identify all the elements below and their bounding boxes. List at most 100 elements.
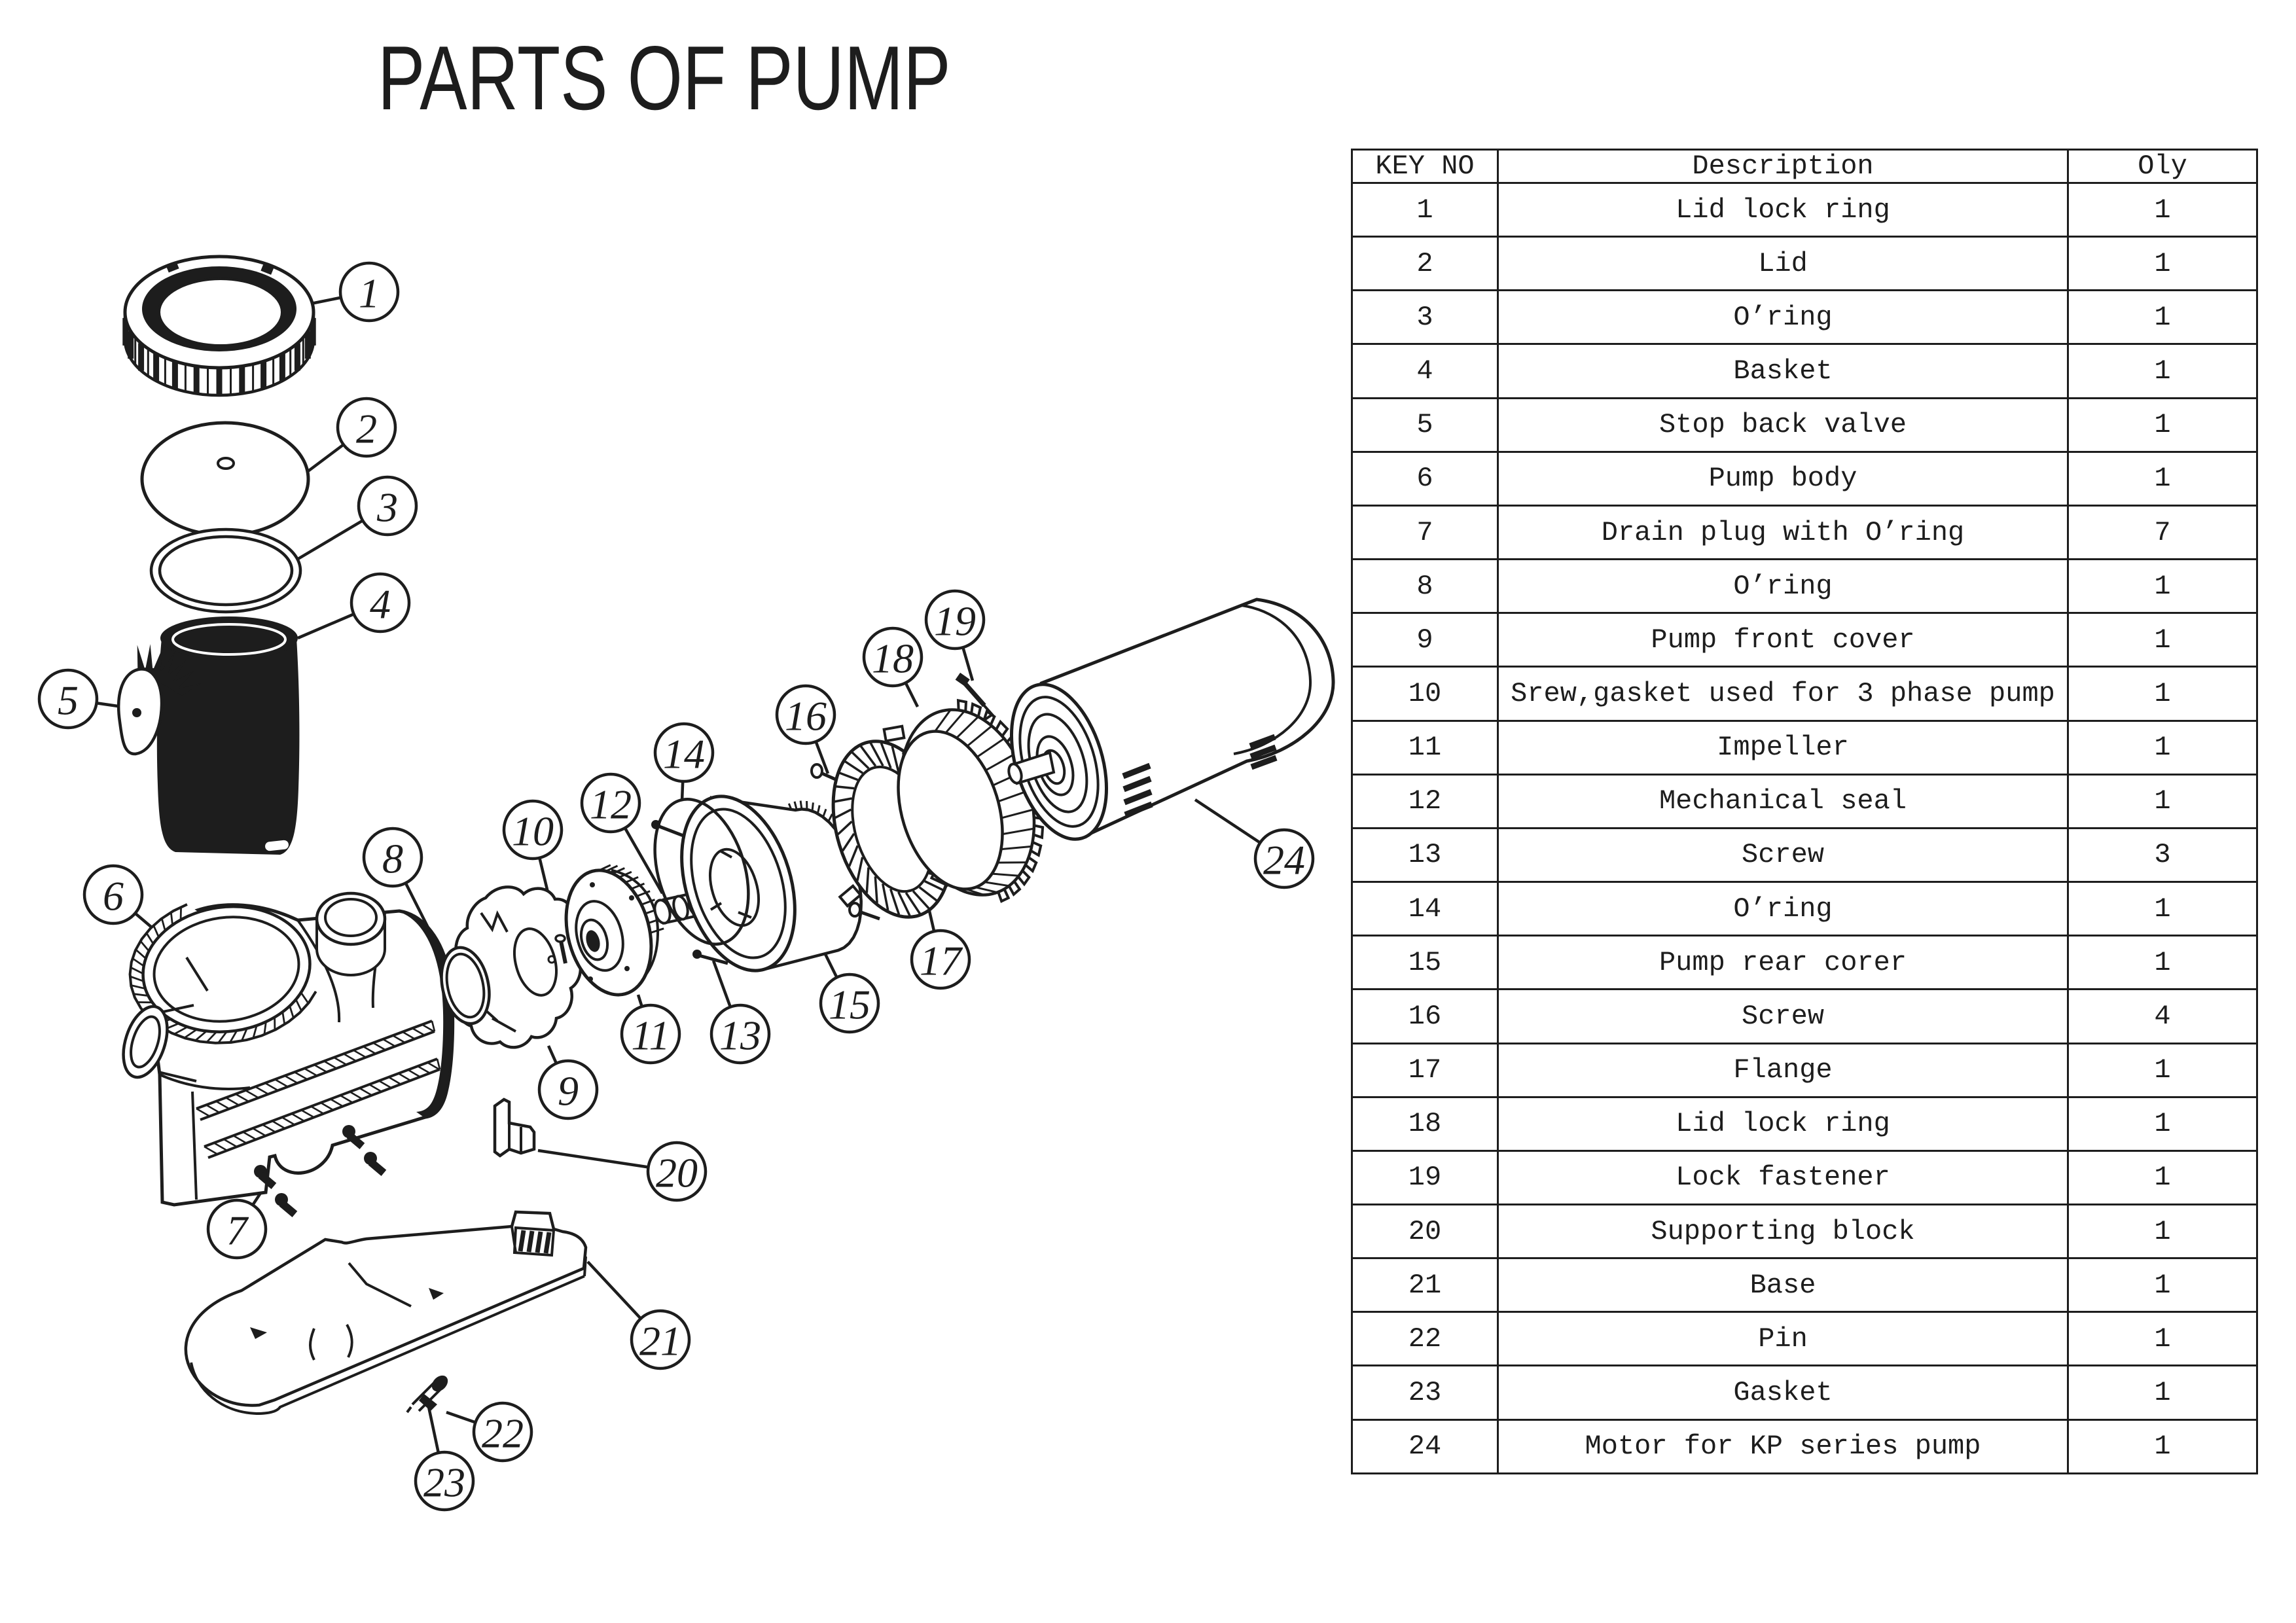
- callout-2: 2: [336, 397, 397, 458]
- description-cell: Srew,gasket used for 3 phase pump: [1497, 666, 2069, 722]
- qty-cell: 1: [2067, 1042, 2258, 1098]
- description-cell: Screw: [1497, 827, 2069, 883]
- callout-label: 17: [920, 938, 963, 984]
- header-description: Description: [1497, 149, 2069, 184]
- callout-label: 18: [872, 635, 914, 682]
- callout-4: 4: [350, 572, 411, 633]
- qty-cell: 1: [2067, 236, 2258, 292]
- qty-cell: 1: [2067, 881, 2258, 937]
- callout-label: 4: [370, 581, 391, 628]
- header-key-no: KEY NO: [1351, 149, 1499, 184]
- part-basket: [156, 616, 300, 855]
- callout-label: 2: [356, 406, 377, 452]
- callout-14: 14: [653, 722, 715, 783]
- callout-label: 8: [382, 836, 403, 882]
- callout-21: 21: [630, 1309, 691, 1370]
- qty-cell: 1: [2067, 1311, 2258, 1367]
- part-o-ring-drum: [653, 798, 750, 946]
- key-cell: 14: [1351, 881, 1499, 937]
- qty-cell: 7: [2067, 504, 2258, 561]
- qty-cell: 1: [2067, 1149, 2258, 1205]
- part-screw-gasket: [547, 934, 567, 964]
- key-cell: 4: [1351, 343, 1499, 399]
- part-motor: [1007, 597, 1335, 841]
- callout-label: 9: [558, 1068, 579, 1115]
- key-cell: 5: [1351, 397, 1499, 453]
- description-cell: Lid lock ring: [1497, 181, 2069, 238]
- part-pump-body: [122, 891, 455, 1207]
- part-lock-fastener: [955, 672, 995, 721]
- key-cell: 12: [1351, 773, 1499, 829]
- callout-label: 6: [103, 873, 124, 919]
- header-qty: Oly: [2067, 149, 2258, 184]
- description-cell: Gasket: [1497, 1364, 2069, 1421]
- callout-20: 20: [646, 1141, 708, 1202]
- callout-3: 3: [357, 475, 418, 537]
- description-cell: Lock fastener: [1497, 1149, 2069, 1205]
- qty-cell: 4: [2067, 988, 2258, 1044]
- part-supporting-block: [493, 1097, 536, 1158]
- callout-7: 7: [206, 1198, 268, 1260]
- key-cell: 22: [1351, 1311, 1499, 1367]
- key-cell: 18: [1351, 1096, 1499, 1152]
- part-pump-rear-cover: [680, 794, 868, 972]
- qty-cell: 1: [2067, 773, 2258, 829]
- callout-22: 22: [472, 1401, 533, 1463]
- qty-cell: 1: [2067, 666, 2258, 722]
- part-o-ring-lid: [149, 527, 302, 614]
- callout-1: 1: [338, 261, 400, 323]
- key-cell: 13: [1351, 827, 1499, 883]
- description-cell: O’ring: [1497, 289, 2069, 346]
- description-cell: Pump body: [1497, 450, 2069, 507]
- callouts: 1 2 3 4 5 6 7 8 9 10 11 12 13 14 15 16 1…: [37, 261, 1315, 1512]
- callout-24: 24: [1253, 828, 1315, 889]
- qty-cell: 1: [2067, 1257, 2258, 1313]
- part-lid-lock-ring-motor: [897, 698, 1045, 903]
- callout-label: 15: [829, 982, 870, 1028]
- key-cell: 23: [1351, 1364, 1499, 1421]
- callout-label: 19: [934, 598, 976, 645]
- callout-6: 6: [82, 864, 144, 925]
- description-cell: Pump rear corer: [1497, 935, 2069, 991]
- callout-label: 7: [226, 1207, 249, 1254]
- part-lid: [140, 421, 310, 537]
- part-pin-gasket: [406, 1375, 448, 1414]
- qty-cell: 1: [2067, 719, 2258, 776]
- callout-label: 1: [359, 270, 380, 317]
- description-cell: Stop back valve: [1497, 397, 2069, 453]
- description-cell: Motor for KP series pump: [1497, 1418, 2069, 1475]
- part-drain-plugs: [254, 1125, 387, 1217]
- description-cell: O’ring: [1497, 881, 2069, 937]
- callout-label: 10: [512, 808, 554, 855]
- key-cell: 8: [1351, 558, 1499, 615]
- description-cell: Flange: [1497, 1042, 2069, 1098]
- motor-vent-1: [1122, 762, 1153, 818]
- callout-label: 3: [376, 484, 398, 531]
- callout-19: 19: [924, 589, 986, 651]
- qty-cell: 1: [2067, 1203, 2258, 1260]
- key-cell: 9: [1351, 612, 1499, 668]
- key-cell: 11: [1351, 719, 1499, 776]
- key-cell: 2: [1351, 236, 1499, 292]
- key-cell: 24: [1351, 1418, 1499, 1475]
- callout-label: 14: [663, 731, 705, 777]
- qty-cell: 1: [2067, 343, 2258, 399]
- key-cell: 3: [1351, 289, 1499, 346]
- callout-15: 15: [819, 972, 880, 1034]
- qty-cell: 1: [2067, 397, 2258, 453]
